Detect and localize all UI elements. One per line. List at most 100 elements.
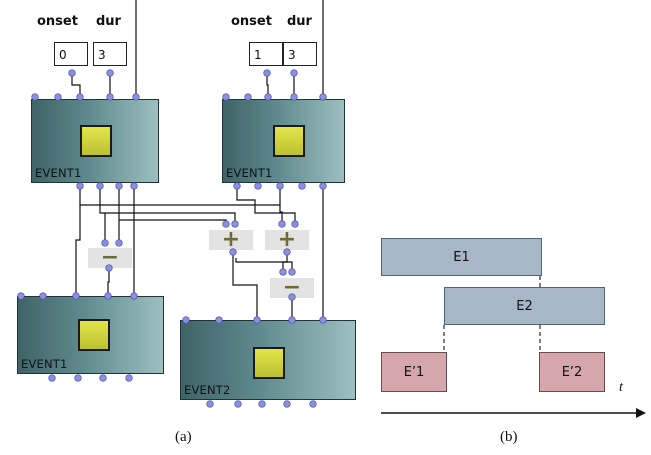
connection-port[interactable]	[244, 93, 252, 101]
event-bar-e2: E2	[444, 287, 605, 325]
header-onset-1: onset	[37, 14, 78, 29]
connection-port[interactable]	[106, 93, 114, 101]
waveform-icon	[273, 125, 305, 157]
connection-port[interactable]	[182, 316, 190, 324]
connection-port[interactable]	[283, 400, 291, 408]
event-bar-e1: E1	[381, 238, 542, 276]
plus-operator-2[interactable]: +	[265, 227, 309, 252]
connection-port[interactable]	[278, 220, 286, 228]
waveform-icon	[78, 319, 110, 351]
connection-port[interactable]	[290, 93, 298, 101]
connection-port[interactable]	[288, 316, 296, 324]
wire-bus-1	[79, 186, 281, 206]
connection-port[interactable]	[132, 93, 140, 101]
connection-port[interactable]	[96, 182, 104, 190]
plus-operator-1[interactable]: +	[209, 227, 253, 252]
event-node-label: EVENT1	[226, 166, 273, 180]
connection-port[interactable]	[104, 292, 112, 300]
connection-port[interactable]	[72, 292, 80, 300]
event-node-2[interactable]: EVENT1	[222, 99, 345, 183]
connection-port[interactable]	[319, 182, 327, 190]
wire-bus-2	[99, 186, 236, 224]
connection-port[interactable]	[206, 400, 214, 408]
wire-plus1-out	[232, 250, 258, 320]
waveform-icon	[253, 347, 285, 379]
connection-port[interactable]	[99, 374, 107, 382]
connection-port[interactable]	[279, 268, 287, 276]
wire-left-down-1	[75, 205, 81, 296]
connection-port[interactable]	[222, 93, 230, 101]
connection-port[interactable]	[215, 316, 223, 324]
event-node-label: EVENT1	[35, 166, 82, 180]
connection-port[interactable]	[233, 182, 241, 190]
connection-port[interactable]	[115, 239, 123, 247]
connection-port[interactable]	[288, 268, 296, 276]
caption-a: (a)	[175, 429, 192, 445]
connection-port[interactable]	[54, 93, 62, 101]
minus-icon: −	[100, 245, 120, 270]
connection-port[interactable]	[283, 248, 291, 256]
connection-port[interactable]	[231, 220, 239, 228]
connection-port[interactable]	[115, 182, 123, 190]
connection-port[interactable]	[298, 182, 306, 190]
connection-port[interactable]	[130, 182, 138, 190]
connection-port[interactable]	[39, 292, 47, 300]
minus-operator-1[interactable]: −	[88, 245, 132, 270]
wire-onset-2	[266, 73, 269, 99]
connection-port[interactable]	[276, 182, 284, 190]
time-axis-label: t	[619, 380, 623, 395]
waveform-icon	[80, 125, 112, 157]
header-onset-2: onset	[231, 14, 272, 29]
result-bar-e1-prime: E’1	[381, 352, 447, 392]
connection-port[interactable]	[101, 239, 109, 247]
dur-input-1[interactable]: 3	[93, 42, 127, 66]
connection-port[interactable]	[229, 248, 237, 256]
connection-port[interactable]	[290, 69, 298, 77]
header-dur-2: dur	[287, 14, 312, 29]
connection-port[interactable]	[309, 400, 317, 408]
connection-port[interactable]	[253, 316, 261, 324]
onset-input-2[interactable]: 1	[249, 42, 283, 66]
wire-minus1-out	[107, 266, 110, 296]
connection-port[interactable]	[319, 93, 327, 101]
plus-icon: +	[277, 227, 297, 252]
minus-icon: −	[282, 275, 302, 300]
plus-icon: +	[221, 227, 241, 252]
connection-port[interactable]	[76, 182, 84, 190]
connection-port[interactable]	[48, 374, 56, 382]
connection-port[interactable]	[254, 182, 262, 190]
event-node-4[interactable]: EVENT2	[180, 320, 356, 400]
minus-operator-2[interactable]: −	[270, 275, 314, 300]
connection-port[interactable]	[31, 93, 39, 101]
wire-bus-5	[279, 205, 283, 224]
connection-port[interactable]	[130, 292, 138, 300]
connection-port[interactable]	[288, 293, 296, 301]
caption-b: (b)	[500, 429, 518, 445]
dur-input-2[interactable]: 3	[283, 42, 317, 66]
header-dur-1: dur	[96, 14, 121, 29]
wire-onset-1	[71, 73, 81, 99]
connection-port[interactable]	[68, 69, 76, 77]
connection-port[interactable]	[234, 400, 242, 408]
onset-input-1[interactable]: 0	[54, 42, 88, 66]
connection-port[interactable]	[106, 69, 114, 77]
connection-port[interactable]	[74, 374, 82, 382]
connection-port[interactable]	[263, 69, 271, 77]
connection-port[interactable]	[105, 264, 113, 272]
time-axis-arrow	[636, 408, 646, 418]
connection-port[interactable]	[125, 374, 133, 382]
wire-bus-4	[236, 186, 296, 224]
event-node-label: EVENT1	[21, 357, 68, 371]
event-node-3[interactable]: EVENT1	[17, 296, 164, 374]
connection-port[interactable]	[291, 220, 299, 228]
connection-port[interactable]	[319, 316, 327, 324]
connection-port[interactable]	[258, 400, 266, 408]
connection-port[interactable]	[76, 93, 84, 101]
event-node-1[interactable]: EVENT1	[31, 99, 159, 183]
connection-port[interactable]	[264, 93, 272, 101]
event-node-label: EVENT2	[184, 383, 231, 397]
connection-port[interactable]	[222, 220, 230, 228]
connection-port[interactable]	[17, 292, 25, 300]
result-bar-e2-prime: E’2	[539, 352, 605, 392]
